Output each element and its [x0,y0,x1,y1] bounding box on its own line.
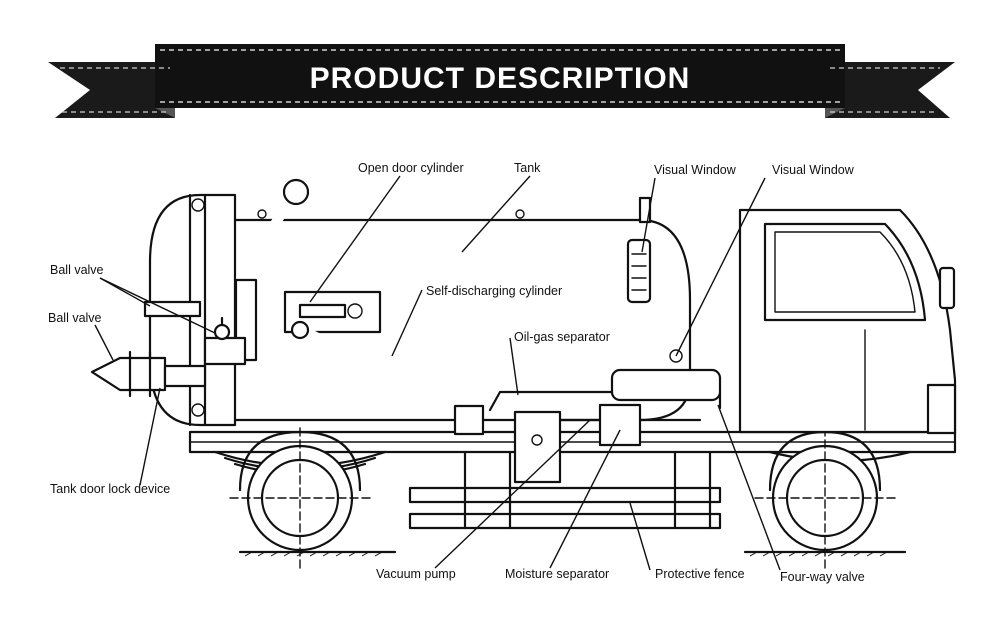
pump-equipment [488,349,722,484]
front-wheel [754,427,896,569]
label-visual-window-1: Visual Window [654,163,737,177]
label-oil-gas-separator: Oil-gas separator [514,330,610,344]
tank-visual-window [626,196,652,304]
chassis [188,430,957,476]
banner-tail-left [48,62,175,118]
label-self-discharging-cylinder: Self-discharging cylinder [426,284,562,298]
label-vacuum-pump: Vacuum pump [376,567,456,581]
suction-pipe [234,178,310,362]
label-visual-window-2: Visual Window [772,163,855,177]
leader-lines [94,175,781,571]
label-moisture-separator: Moisture separator [505,567,609,581]
banner-band [155,44,845,108]
banner-title: PRODUCT DESCRIPTION [310,62,691,95]
self-discharging-cylinder [290,320,485,436]
label-four-way-valve: Four-way valve [780,570,865,584]
banner-tail-right [825,62,955,118]
label-ball-valve-2: Ball valve [48,311,102,325]
banner: PRODUCT DESCRIPTION [48,44,955,118]
ball-valves [90,300,247,398]
label-tank: Tank [514,161,541,175]
ground [238,550,907,557]
open-door-cylinder [283,290,382,334]
label-tank-door-lock-device: Tank door lock device [50,482,170,496]
tank [148,193,692,427]
label-protective-fence: Protective fence [655,567,745,581]
labels: Open door cylinder Tank Visual Window Vi… [48,161,865,584]
cab [738,208,957,435]
label-ball-valve-1: Ball valve [50,263,104,277]
protective-fence [408,450,722,530]
label-open-door-cylinder: Open door cylinder [358,161,464,175]
rear-wheel [229,427,371,569]
